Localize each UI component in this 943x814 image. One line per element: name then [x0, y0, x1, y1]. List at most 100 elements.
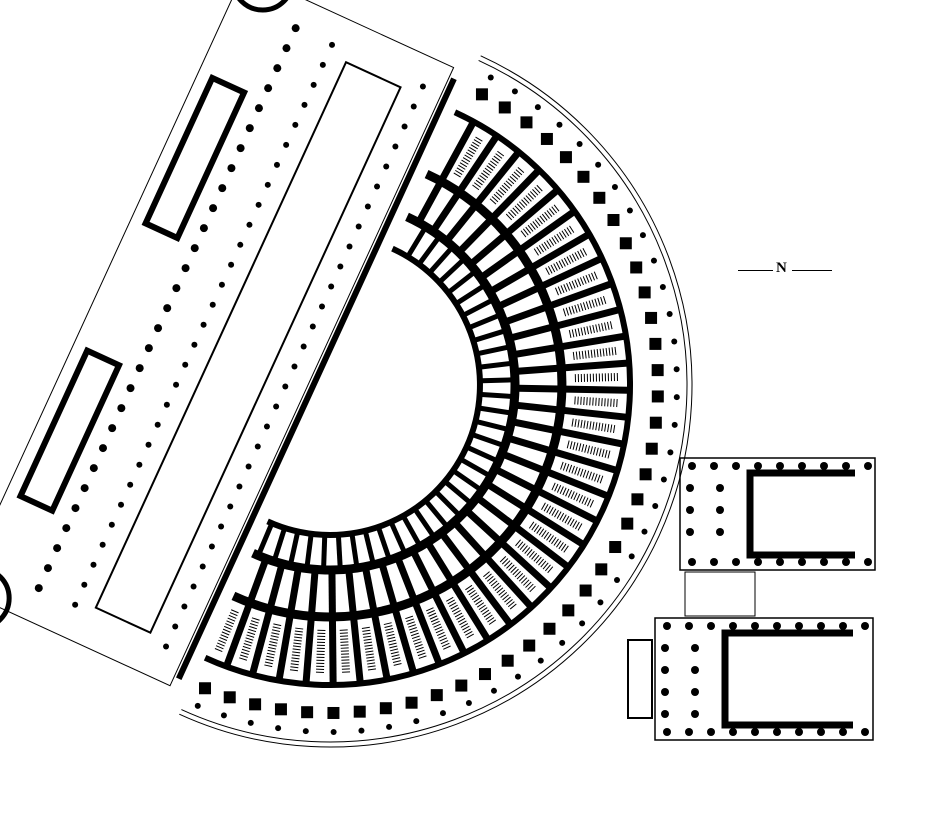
outer-column	[358, 727, 365, 734]
radial-wall	[481, 209, 575, 279]
outer-pier	[523, 639, 536, 652]
inner-radial-wall	[456, 284, 485, 305]
outer-column	[413, 718, 420, 725]
portico-column	[209, 301, 216, 308]
radial-wall	[275, 569, 302, 680]
portico-column	[163, 304, 172, 313]
temple-lower-column	[691, 688, 699, 696]
temple-upper-column	[686, 506, 694, 514]
inner-radial-wall	[288, 532, 300, 564]
temple-upper-column	[688, 462, 696, 470]
temple-steps	[627, 639, 653, 719]
outer-pier	[540, 132, 553, 145]
portico-column	[255, 201, 262, 208]
outer-pier	[455, 679, 468, 692]
portico-column	[173, 381, 180, 388]
exedra	[237, 0, 289, 13]
temple-lower-column	[795, 728, 803, 736]
portico-column	[346, 243, 353, 250]
outer-column	[490, 687, 497, 694]
outer-pier	[619, 237, 632, 250]
portico-column	[309, 323, 316, 330]
portico-outline	[0, 0, 455, 687]
north-arrow-icon: N	[738, 260, 833, 280]
temple-upper-column	[688, 558, 696, 566]
inner-radial-wall	[406, 228, 427, 257]
temple-lower-column	[661, 644, 669, 652]
stair-hatching	[574, 372, 620, 383]
inner-ring-wall	[251, 212, 520, 575]
outer-pier	[621, 517, 634, 530]
portico-column	[227, 503, 234, 510]
portico-column	[71, 504, 80, 513]
portico-column	[273, 161, 280, 168]
portico-column	[236, 144, 245, 153]
portico-column	[291, 24, 300, 33]
outer-pier	[199, 682, 212, 695]
portico-column	[182, 361, 189, 368]
portico-column	[282, 383, 289, 390]
portico-column	[117, 404, 126, 413]
temple-lower-column	[661, 666, 669, 674]
portico-column	[126, 384, 135, 393]
outer-pier	[223, 691, 236, 704]
inner-radial-wall	[469, 313, 500, 330]
portico-column	[218, 184, 227, 193]
temple-lower-cella	[721, 629, 853, 729]
portico-column	[154, 421, 161, 428]
portico-column	[410, 103, 417, 110]
portico-column	[199, 563, 206, 570]
outer-column	[330, 728, 337, 735]
stair-hatching	[572, 346, 619, 360]
outer-column	[559, 639, 566, 646]
temple-lower-column	[861, 728, 869, 736]
portico-column	[374, 183, 381, 190]
portico-column	[218, 281, 225, 288]
radial-wall	[466, 509, 552, 590]
outer-pier	[639, 468, 652, 481]
portico-column	[292, 121, 299, 128]
temple-lower-column	[751, 728, 759, 736]
radial-wall	[505, 280, 612, 325]
outer-column	[650, 257, 657, 264]
temple-lower-column	[691, 644, 699, 652]
inner-radial-wall	[476, 419, 508, 432]
temple-lower-column	[729, 622, 737, 630]
temple-upper-column	[820, 462, 828, 470]
portico-column	[264, 181, 271, 188]
outer-column	[660, 476, 667, 483]
outer-column	[247, 719, 254, 726]
outer-column	[595, 161, 602, 168]
outer-column	[641, 528, 648, 535]
stair-hatching	[566, 440, 613, 460]
outer-column	[673, 394, 680, 401]
radial-wall	[490, 232, 590, 294]
temple-upper-cella	[746, 469, 855, 559]
portico-column	[62, 524, 71, 533]
orchestra-wall	[266, 245, 483, 538]
radial-wall	[440, 533, 513, 626]
portico-column	[127, 481, 134, 488]
inner-radial-wall	[467, 445, 497, 463]
portico-column	[364, 203, 371, 210]
outer-column	[386, 723, 393, 730]
portico-column	[81, 581, 88, 588]
inner-radial-wall	[413, 509, 435, 537]
portico-column	[328, 283, 335, 290]
outer-pier	[301, 706, 314, 719]
inner-radial-wall	[460, 457, 490, 478]
temple-upper-column	[710, 558, 718, 566]
outer-column	[556, 121, 563, 128]
temple-upper-column	[716, 506, 724, 514]
portico-column	[355, 223, 362, 230]
portico-column	[254, 443, 261, 450]
compass-label: N	[776, 260, 787, 276]
outer-column	[659, 284, 666, 291]
outer-pier	[630, 261, 643, 274]
radial-wall	[345, 571, 364, 682]
inner-radial-wall	[429, 247, 453, 273]
outer-pier	[649, 416, 662, 429]
portico-column	[245, 124, 254, 133]
stair-hatching	[571, 418, 618, 434]
portico-column	[273, 403, 280, 410]
